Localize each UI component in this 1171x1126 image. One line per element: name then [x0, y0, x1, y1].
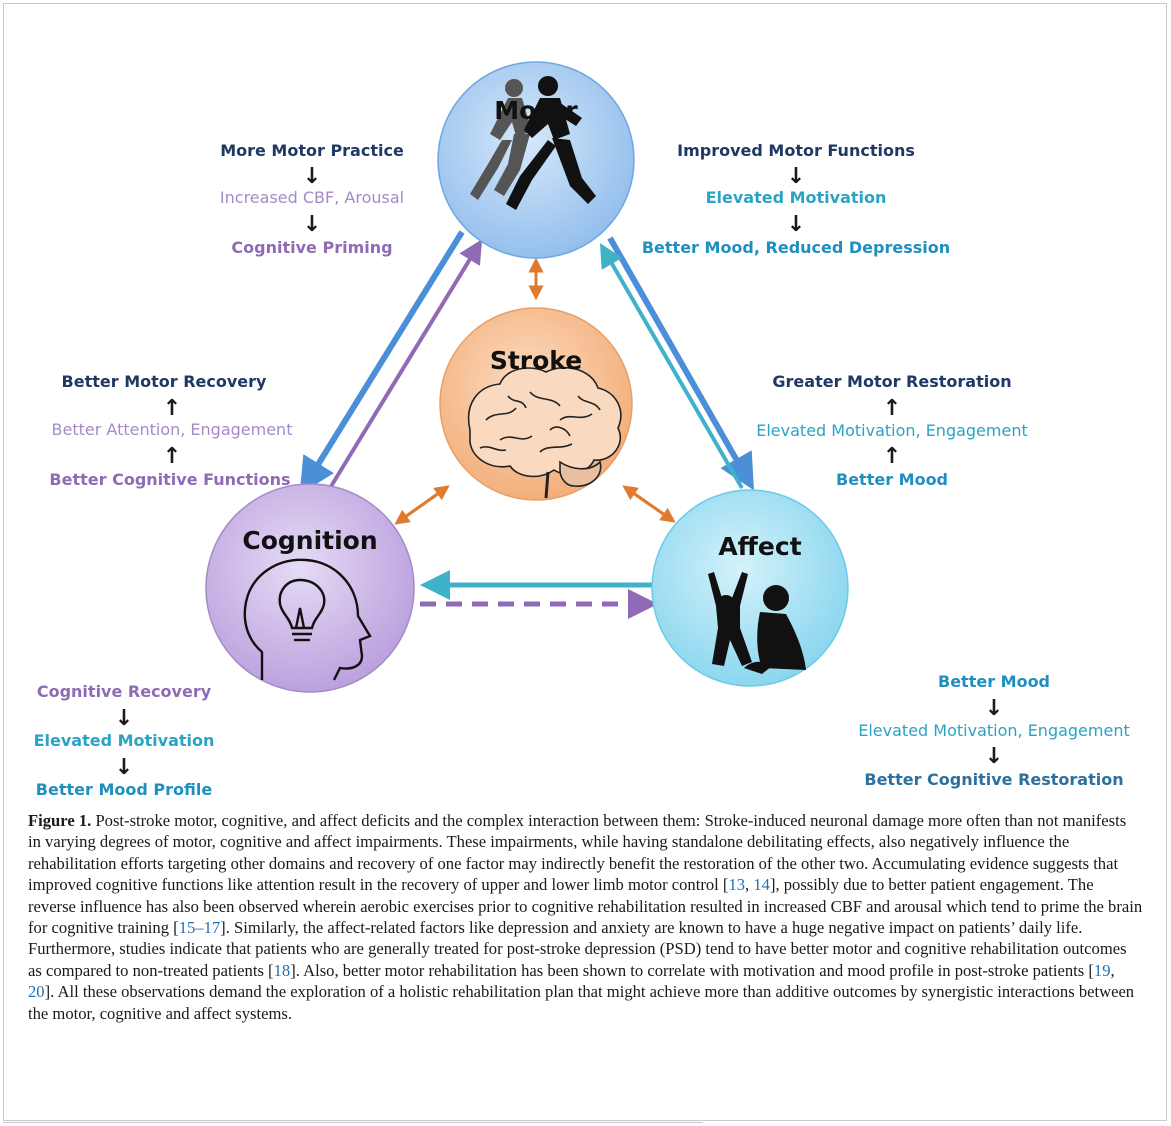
ref-18[interactable]: 18 — [273, 960, 291, 980]
affect-node — [651, 489, 849, 687]
mid-left-line2: Better Attention, Engagement — [51, 420, 293, 439]
bottom-right-line2: Elevated Motivation, Engagement — [858, 721, 1130, 740]
bottom-left-arrow1: ↓ — [114, 706, 134, 731]
ref-19[interactable]: 19 — [1093, 960, 1111, 980]
page-divider — [3, 1122, 703, 1123]
motor-title: Motor — [494, 96, 578, 125]
top-right-line3: Better Mood, Reduced Depression — [641, 238, 951, 257]
people-emotion-icon — [708, 572, 806, 674]
top-left-arrow2: ↓ — [302, 212, 322, 237]
cognition-title: Cognition — [242, 526, 378, 555]
top-left-arrow1: ↓ — [302, 164, 322, 189]
top-right-line2: Elevated Motivation — [705, 188, 887, 207]
arrow-motor-to-affect — [607, 236, 754, 491]
caption-text-5: ]. All these observations demand the exp… — [28, 982, 1135, 1023]
top-left-line2: Increased CBF, Arousal — [219, 188, 405, 207]
mid-left-line1: Better Motor Recovery — [61, 372, 267, 391]
caption-text-4: ]. Also, better motor rehabilitation has… — [290, 960, 1094, 980]
ref-15-17[interactable]: 15–17 — [178, 918, 221, 938]
interaction-diagram — [205, 61, 849, 693]
arrow-cognition-to-motor — [328, 239, 483, 490]
arrow-affect-to-motor — [599, 243, 744, 490]
top-right-arrow1: ↓ — [786, 164, 806, 189]
caption-sep-1: , — [745, 875, 754, 895]
arrow-motor-to-cognition — [299, 230, 465, 495]
bottom-left-line1: Cognitive Recovery — [36, 682, 212, 701]
bottom-right-line3: Better Cognitive Restoration — [864, 770, 1124, 789]
mid-left-line3: Better Cognitive Functions — [49, 470, 291, 489]
mid-left-arrow2: ↑ — [162, 444, 182, 469]
head-lightbulb-icon — [243, 558, 372, 681]
top-right-arrow2: ↓ — [786, 212, 806, 237]
caption-text-3: ]. Similarly, the affect-related factors… — [28, 918, 1127, 980]
top-left-line3: Cognitive Priming — [231, 238, 393, 257]
affect-title: Affect — [718, 532, 802, 561]
ref-14[interactable]: 14 — [753, 875, 770, 895]
mid-right-arrow2: ↑ — [882, 444, 902, 469]
caption-sep-2: , — [1110, 960, 1115, 980]
stroke-title: Stroke — [489, 346, 583, 375]
mid-left-arrow1: ↑ — [162, 396, 182, 421]
figure-frame — [3, 3, 1167, 1121]
caption-text-1: Post-stroke motor, cognitive, and affect… — [28, 811, 1127, 895]
runners-icon — [470, 76, 596, 210]
figure-label: Figure 1. — [28, 811, 92, 830]
ref-13[interactable]: 13 — [728, 875, 746, 895]
brain-icon — [467, 366, 622, 499]
cognition-node — [205, 483, 415, 693]
bottom-left-arrow2: ↓ — [114, 755, 134, 780]
mid-right-line2: Elevated Motivation, Engagement — [756, 421, 1028, 440]
arrow-cognition-stroke — [397, 485, 450, 524]
caption-text-2: ], possibly due to better patient engage… — [28, 875, 1143, 938]
bottom-right-arrow2: ↓ — [984, 744, 1004, 769]
mid-right-arrow1: ↑ — [882, 396, 902, 421]
bottom-left-line3: Better Mood Profile — [35, 780, 213, 799]
mid-right-line3: Better Mood — [835, 470, 949, 489]
top-left-line1: More Motor Practice — [220, 141, 404, 160]
arrow-affect-stroke — [622, 485, 673, 522]
bottom-right-line1: Better Mood — [937, 672, 1051, 691]
mid-right-line1: Greater Motor Restoration — [772, 372, 1012, 391]
bottom-left-line2: Elevated Motivation — [33, 731, 215, 750]
bottom-right-arrow1: ↓ — [984, 696, 1004, 721]
figure-caption: Figure 1. Post-stroke motor, cognitive, … — [28, 810, 1143, 1024]
top-right-line1: Improved Motor Functions — [677, 141, 915, 160]
ref-20[interactable]: 20 — [28, 982, 45, 1002]
